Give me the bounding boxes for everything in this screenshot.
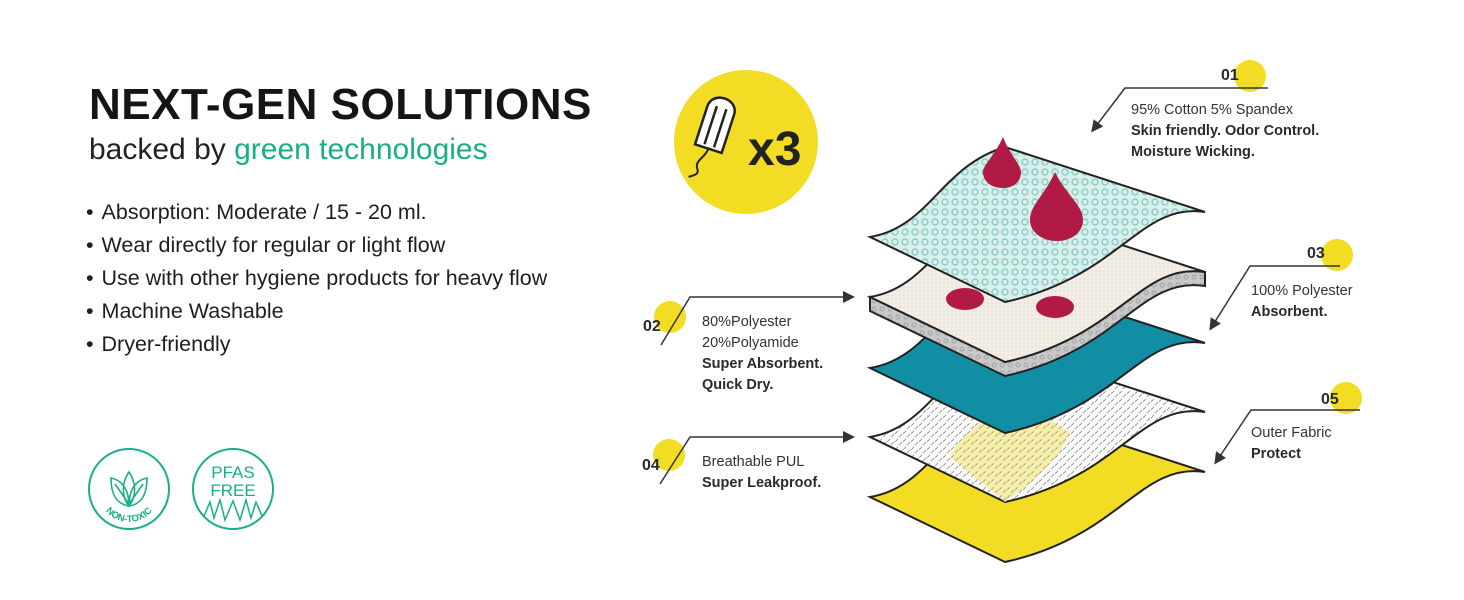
pfas-label: PFAS <box>211 463 254 482</box>
svg-text:NON-TOXIC: NON-TOXIC <box>103 505 154 525</box>
subtitle-highlight: green technologies <box>234 133 488 166</box>
callout-02: 02 <box>643 291 855 346</box>
feature-item: Wear directly for regular or light flow <box>86 229 547 262</box>
absorbed-drop <box>946 288 984 310</box>
subtitle-prefix: backed by <box>89 133 235 166</box>
callout-05: 05 <box>1214 382 1362 465</box>
subtitle: backed by green technologies <box>89 133 488 167</box>
free-label: FREE <box>210 481 255 500</box>
svg-text:02: 02 <box>643 318 661 335</box>
svg-text:01: 01 <box>1221 67 1239 84</box>
blood-drop-icon <box>1030 172 1083 241</box>
grass-icon <box>203 497 263 523</box>
layer-feature: Skin friendly. Odor Control. <box>1131 123 1320 139</box>
feature-item: Machine Washable <box>86 295 547 328</box>
layer-material: Breathable PUL <box>702 454 805 470</box>
layer-feature: Super Absorbent. <box>702 356 824 372</box>
layer-01-description: 95% Cotton 5% Spandex Skin friendly. Odo… <box>1131 100 1319 163</box>
callout-01: 01 <box>1091 60 1268 133</box>
callout-03: 03 <box>1209 239 1353 331</box>
feature-list: Absorption: Moderate / 15 - 20 ml. Wear … <box>86 196 548 361</box>
layer-04-description: Breathable PUL Super Leakproof. <box>702 452 821 494</box>
page-title: NEXT-GEN SOLUTIONS <box>89 80 592 129</box>
layer-feature: Quick Dry. <box>702 377 774 393</box>
absorbed-drop <box>1036 296 1074 318</box>
layer-material: Outer Fabric <box>1251 425 1332 441</box>
blood-drop-icon <box>983 137 1021 188</box>
svg-text:04: 04 <box>642 457 660 474</box>
layer-material: 20%Polyamide <box>702 335 799 351</box>
svg-text:05: 05 <box>1321 391 1339 408</box>
tampon-icon <box>688 96 736 178</box>
layer-material: 95% Cotton 5% Spandex <box>1131 102 1294 118</box>
layer-feature: Super Leakproof. <box>702 475 822 491</box>
layer-material: 80%Polyester <box>702 314 792 330</box>
tampon-badge: x3 <box>674 70 818 214</box>
callout-04: 04 <box>642 431 855 485</box>
layer-03-description: 100% Polyester Absorbent. <box>1251 281 1353 323</box>
layer-05-description: Outer Fabric Protect <box>1251 423 1332 465</box>
feature-item: Dryer-friendly <box>86 328 547 361</box>
tampon-count: x3 <box>748 123 801 176</box>
non-toxic-badge: NON-TOXIC <box>88 448 170 530</box>
feature-item: Absorption: Moderate / 15 - 20 ml. <box>86 196 547 229</box>
leaf-icon <box>110 470 148 508</box>
layer-02-description: 80%Polyester 20%Polyamide Super Absorben… <box>702 312 823 396</box>
feature-item: Use with other hygiene products for heav… <box>86 262 548 295</box>
layer-material: 100% Polyester <box>1251 283 1353 299</box>
layer-feature: Moisture Wicking. <box>1131 144 1255 160</box>
pfas-free-badge: PFAS FREE <box>192 448 274 530</box>
non-toxic-label: NON-TOXIC <box>103 505 154 525</box>
layer-feature: Protect <box>1251 446 1301 462</box>
svg-text:03: 03 <box>1307 245 1325 262</box>
layer-feature: Absorbent. <box>1251 304 1328 320</box>
